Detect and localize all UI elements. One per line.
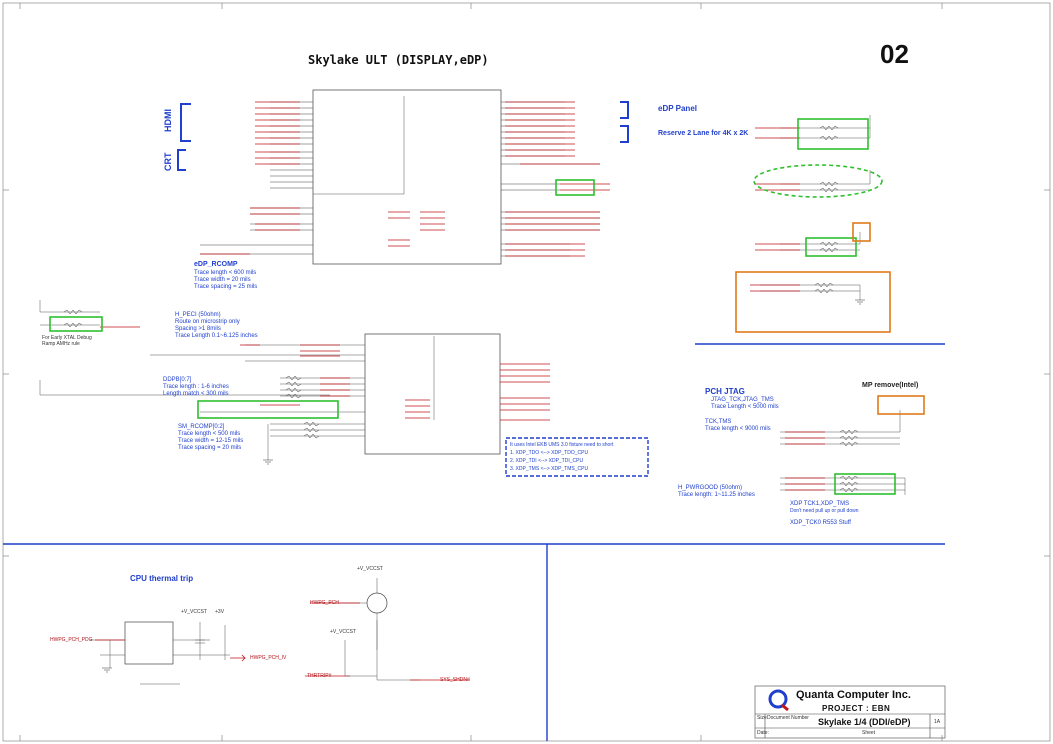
title-block xyxy=(754,685,946,739)
zone-ticks xyxy=(3,3,1050,741)
net-label-hwpg-pdg: HWPG_PCH_PDG xyxy=(50,637,93,643)
sm-rcomp-line-2: Trace width = 12-15 mils xyxy=(178,438,244,444)
boundary-note-1: 1. XDP_TDO <--> XDP_TDO_CPU xyxy=(510,450,589,456)
pch-jtag-line-1: JTAG_TCK,JTAG_TMS xyxy=(711,397,774,403)
sm-rcomp-line-1: Trace length < 500 mils xyxy=(178,431,241,437)
ddi-title: DDPB[0:7] xyxy=(163,377,192,383)
ddi-line-2: Length match < 300 mils xyxy=(163,391,229,397)
ground-symbols xyxy=(102,299,865,673)
net-wires-left xyxy=(200,101,300,255)
sheet-title: Skylake ULT (DISPLAY,eDP) xyxy=(308,53,489,67)
net-label-vccst-2: +V_VCCST xyxy=(181,609,207,615)
rev-value: 1A xyxy=(934,719,941,725)
reserve-lane-note: Reserve 2 Lane for 4K x 2K xyxy=(658,130,749,137)
net-label-vccst-3: +V_VCCST xyxy=(330,629,356,635)
cpu-symbol-jtag xyxy=(364,333,501,455)
h-pwrgood-line-1: Trace length: 1~11.25 inches xyxy=(678,492,755,498)
group-brackets xyxy=(177,101,629,171)
net-label-vccst-top: +V_VCCST xyxy=(357,566,383,572)
net-wires-right xyxy=(388,101,610,257)
company-name: Quanta Computer Inc. xyxy=(796,689,911,701)
project-label: PROJECT : EBN xyxy=(822,704,891,713)
edp-rcomp-title: eDP_RCOMP xyxy=(194,261,238,268)
cpu-pins-right xyxy=(501,101,600,257)
resistors xyxy=(63,125,859,493)
pch-jtag-title: PCH JTAG xyxy=(705,387,745,396)
h-peci-title: H_PECI (50ohm) xyxy=(175,312,221,318)
tck-tms-line-1: Trace length < 9000 mils xyxy=(705,426,771,432)
net-label-hwpg-iv: HWPG_PCH_IV xyxy=(250,655,287,661)
ddi-line-1: Trace length : 1-6 inches xyxy=(163,384,229,390)
h-pwrgood-title: H_PWRGOOD (50ohm) xyxy=(678,485,743,491)
xdp-note-3: XDP_TCK0 R553 Stuff xyxy=(790,520,851,526)
right-side-wires xyxy=(760,115,906,495)
page-number: 02 xyxy=(880,39,909,69)
net-wires-mid xyxy=(100,326,550,421)
cpu-thermal-trip-title: CPU thermal trip xyxy=(130,574,194,583)
sheet-name: Skylake 1/4 (DDI/eDP) xyxy=(818,717,911,727)
net-label-sys-shdn: SYS_SHDN# xyxy=(440,677,470,683)
edp-rcomp-line-1: Trace length < 600 mils xyxy=(194,270,257,276)
company-logo xyxy=(768,689,789,712)
size-label: Size xyxy=(757,715,767,721)
h-peci-line-1: Route on microstrip only xyxy=(175,319,240,325)
cpu-symbol-display xyxy=(312,89,502,265)
net-label-3v: +3V xyxy=(215,609,225,615)
green-highlights xyxy=(49,118,896,495)
date-label: Date: xyxy=(757,730,769,736)
boundary-note-3: 3. XDP_TMS <--> XDP_TMS_CPU xyxy=(510,466,589,472)
edp-rcomp-line-2: Trace width = 20 mils xyxy=(194,277,251,283)
tck-tms-title: TCK,TMS xyxy=(705,419,732,425)
hdmi-label: HDMI xyxy=(163,109,173,132)
sm-rcomp-line-3: Trace spacing = 20 mils xyxy=(178,445,242,451)
debug-note-1: For Early XTAL Debug xyxy=(42,335,92,341)
thermal-trip-circuit xyxy=(90,621,246,685)
xdp-note-1: XDP TCK1,XDP_TMS xyxy=(790,501,850,507)
boundary-note-0: It uses Intel EKB UMS 3.0 fixture need t… xyxy=(510,442,614,448)
crt-label: CRT xyxy=(163,152,173,172)
h-peci-line-3: Trace Length 0.1~6.125 inches xyxy=(175,333,258,339)
mosfet-circuit xyxy=(305,578,470,681)
pch-jtag-line-2: Trace Length < 5000 mils xyxy=(711,404,779,410)
boundary-note-2: 2. XDP_TDI <--> XDP_TDI_CPU xyxy=(510,458,584,464)
mp-remove-note: MP remove(Intel) xyxy=(862,382,919,389)
orange-highlights xyxy=(735,222,925,415)
net-wires-far-right xyxy=(750,127,825,491)
xdp-note-2: Don't need pull up or pull down xyxy=(790,508,859,514)
cpu-pins-left xyxy=(200,101,313,255)
net-label-thrtrip: THRTRIP# xyxy=(307,673,332,679)
edp-panel-label: eDP Panel xyxy=(658,104,697,113)
h-peci-line-2: Spacing >1 8mils xyxy=(175,326,221,332)
sheet-label: Sheet xyxy=(862,730,876,736)
doc-number-label: Document Number xyxy=(767,715,809,721)
sm-rcomp-title: SM_RCOMP[0:2] xyxy=(178,424,225,430)
edp-rcomp-line-3: Trace spacing = 25 mils xyxy=(194,284,258,290)
debug-note-2: Ramp AMHz rule xyxy=(42,341,80,347)
net-label-hwpg: HWPG_PCH xyxy=(310,600,339,606)
section-dividers xyxy=(3,343,945,741)
